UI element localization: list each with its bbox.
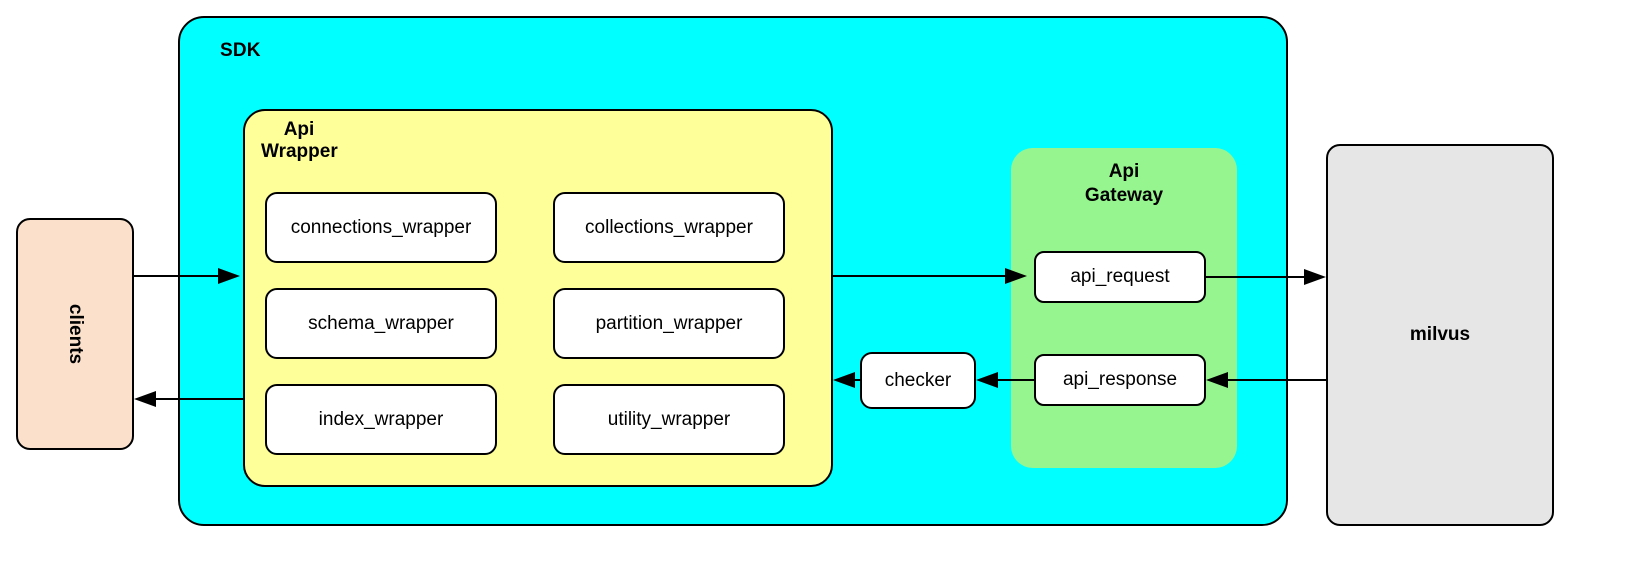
module-collections-wrapper[interactable]: collections_wrapper <box>553 192 785 263</box>
module-partition-wrapper[interactable]: partition_wrapper <box>553 288 785 359</box>
node-api-request[interactable]: api_request <box>1034 251 1206 303</box>
module-schema-wrapper[interactable]: schema_wrapper <box>265 288 497 359</box>
node-label: api_request <box>1070 266 1170 287</box>
checker-node[interactable]: checker <box>860 352 976 409</box>
module-connections-wrapper[interactable]: connections_wrapper <box>265 192 497 263</box>
connector-api-request-to-milvus <box>1206 269 1326 285</box>
connector-api-response-to-checker <box>976 372 1034 388</box>
api-wrapper-label-line1: Api <box>283 119 315 140</box>
module-label: utility_wrapper <box>607 408 731 430</box>
connector-api-wrapper-to-clients <box>134 391 243 407</box>
clients-node[interactable]: clients <box>16 218 134 450</box>
api-gateway-label: Api Gateway <box>1011 160 1237 208</box>
module-label: partition_wrapper <box>595 312 743 334</box>
connector-clients-to-api-wrapper <box>134 268 240 284</box>
module-index-wrapper[interactable]: index_wrapper <box>265 384 497 455</box>
api-wrapper-label: Api Wrapper <box>261 119 381 163</box>
api-gateway-container: Api Gateway <box>1011 148 1237 468</box>
node-api-response[interactable]: api_response <box>1034 354 1206 406</box>
module-label: connections_wrapper <box>290 216 472 238</box>
node-label: api_response <box>1062 369 1178 390</box>
connector-api-wrapper-to-api-gateway <box>833 268 1027 284</box>
api-wrapper-label-line2: Wrapper <box>261 141 338 162</box>
module-label: schema_wrapper <box>308 312 454 334</box>
module-label: collections_wrapper <box>585 216 753 238</box>
connector-milvus-to-api-response <box>1206 372 1326 388</box>
api-gateway-label-line2: Gateway <box>1084 185 1164 206</box>
module-label: index_wrapper <box>318 408 444 430</box>
connector-checker-to-api-wrapper <box>833 372 860 388</box>
milvus-label: milvus <box>1409 324 1471 345</box>
api-gateway-label-line1: Api <box>1108 161 1140 182</box>
module-utility-wrapper[interactable]: utility_wrapper <box>553 384 785 455</box>
checker-label: checker <box>884 369 952 391</box>
sdk-label: SDK <box>220 40 261 61</box>
milvus-node[interactable]: milvus <box>1326 144 1554 526</box>
